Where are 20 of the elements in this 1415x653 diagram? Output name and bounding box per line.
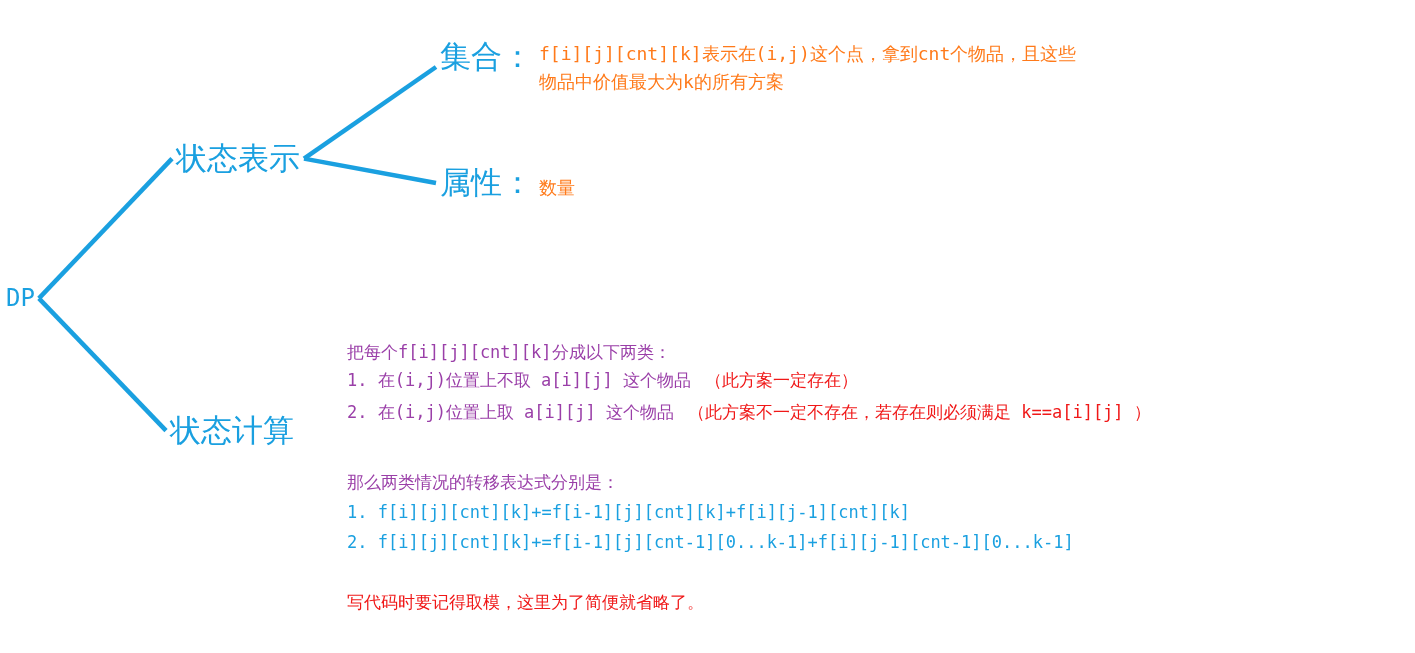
note-text: 1. f[i][j][cnt][k]+=f[i-1][j][cnt][k]+f[i][j-1][cnt][k]: [347, 501, 910, 524]
note-text: （此方案一定存在）: [705, 369, 858, 392]
connector-line: [303, 156, 437, 186]
node-description: f[i][j][cnt][k]表示在(i,j)这个点，拿到cnt个物品，且这些物品中价值最大为k的所有方案: [539, 42, 1078, 94]
connector-line: [37, 296, 168, 433]
note-text: 1. 在(i,j)位置上不取 a[i][j] 这个物品: [347, 369, 691, 392]
node-heading: 状态表示: [176, 140, 300, 178]
node-heading: DP: [6, 284, 35, 313]
note-text: 写代码时要记得取模，这里为了简便就省略了。: [347, 591, 704, 614]
connector-line: [302, 65, 438, 161]
note-text: 那么两类情况的转移表达式分别是：: [347, 471, 619, 494]
node-description: 数量: [539, 176, 576, 200]
node-heading: 属性：: [440, 164, 533, 202]
connector-line: [37, 157, 174, 300]
note-text: 把每个f[i][j][cnt][k]分成以下两类：: [347, 341, 671, 364]
node-heading: 状态计算: [170, 412, 294, 450]
node-heading: 集合：: [440, 38, 533, 76]
note-text: 2. f[i][j][cnt][k]+=f[i-1][j][cnt-1][0...k-1]+f[i][j-1][cnt-1][0...k-1]: [347, 531, 1074, 554]
note-text: 2. 在(i,j)位置上取 a[i][j] 这个物品: [347, 401, 674, 424]
note-text: （此方案不一定不存在，若存在则必须满足 k==a[i][j] ）: [688, 401, 1151, 424]
